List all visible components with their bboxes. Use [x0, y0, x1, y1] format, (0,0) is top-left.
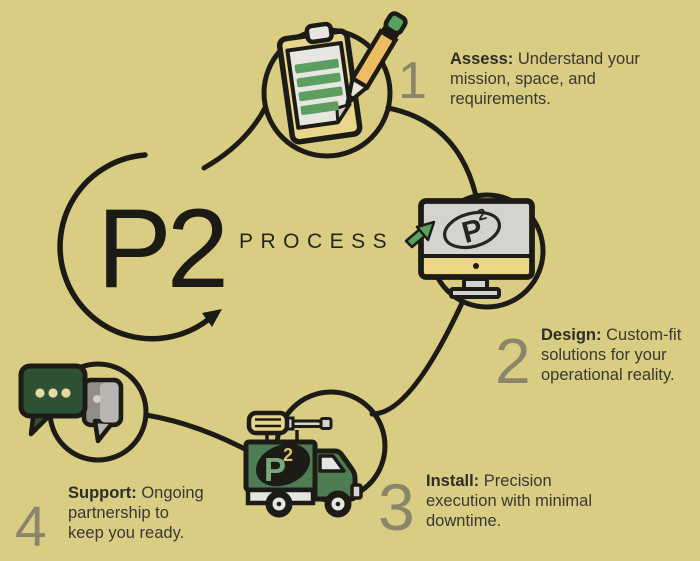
screwdriver-shaft	[290, 419, 325, 428]
step-3-line1: Install: Precision	[426, 472, 552, 490]
step-2-description: Design: Custom-fit solutions for your op…	[541, 325, 681, 385]
step-2-title: Design:	[541, 326, 602, 344]
screwdriver-handle	[246, 410, 290, 436]
logo-wordmark: PROCESS	[239, 230, 395, 253]
screwdriver-tip	[319, 417, 333, 430]
step-3-line2: execution with minimal	[426, 492, 592, 510]
step-3-line3: downtime.	[426, 512, 502, 530]
gray-bubble-highlight	[100, 382, 119, 423]
truck-screwdriver-icon: P 2	[243, 410, 363, 518]
chat-bubble-green	[18, 363, 88, 437]
truck-p2-logo: P 2	[255, 443, 311, 488]
monitor-stand-base	[449, 287, 501, 299]
clipboard-text-lines	[294, 58, 343, 115]
step-4-number: 4	[15, 495, 47, 559]
step-2-line1: Design: Custom-fit	[541, 326, 682, 344]
monitor-logo-exponent: 2	[476, 206, 489, 225]
step-3-number: 3	[378, 470, 415, 544]
paper-fold-corner	[335, 102, 351, 124]
step-1-number: 1	[398, 52, 427, 110]
step-4-description: Support: Ongoing partnership to keep you…	[68, 483, 204, 543]
chat-bubbles-icon	[18, 363, 124, 444]
step-1-line2: mission, space, and	[450, 70, 596, 88]
pencil-graphite	[347, 94, 355, 104]
step-1-title: Assess:	[450, 50, 514, 68]
connector-assess-to-design	[385, 105, 479, 199]
step-1-line3: requirements.	[450, 90, 551, 108]
clipboard-icon	[276, 21, 363, 145]
step-3-title: Install:	[426, 472, 480, 490]
step-2-line3: operational reality.	[541, 366, 675, 384]
screwdriver-icon	[246, 410, 333, 444]
logo-arrowhead-icon	[202, 309, 222, 327]
connector-support-to-install	[143, 412, 259, 458]
step-3-description: Install: Precision execution with minima…	[426, 471, 592, 531]
step-4-line1: Support: Ongoing	[68, 484, 204, 502]
monitor-camera-dot	[473, 263, 479, 269]
truck-window	[318, 454, 346, 473]
monitor-logo-oval	[443, 210, 501, 250]
screwdriver-grip-lines	[255, 418, 281, 428]
monitor-cursor-icon: P 2	[404, 198, 535, 299]
truck-logo-exponent: 2	[283, 445, 293, 465]
gray-bubble-dot	[93, 395, 101, 403]
cursor-head	[415, 220, 436, 242]
logo-circle-arrow	[57, 152, 222, 342]
step-2-number: 2	[495, 325, 531, 397]
truck-logo-oval	[255, 443, 311, 487]
chat-bubble-gray	[81, 377, 124, 444]
step-2-line2: solutions for your	[541, 346, 667, 364]
pencil-icon	[345, 11, 408, 106]
logo-monogram: P2	[97, 186, 229, 311]
step-4-title: Support:	[68, 484, 137, 502]
step-1-description: Assess: Understand your mission, space, …	[450, 49, 640, 109]
gray-bubble-tail	[92, 418, 116, 444]
truck-logo-p: P	[264, 451, 286, 488]
truck-bumper	[350, 483, 363, 500]
connector-logo-to-assess	[201, 105, 268, 171]
clipboard-pencil-icon	[276, 11, 408, 145]
truck-wheel-front	[324, 490, 352, 518]
truck-wheel-rear	[265, 490, 293, 518]
step-4-line3: keep you ready.	[68, 524, 185, 542]
step-4-line2: partnership to	[68, 504, 169, 522]
cursor-icon	[404, 220, 436, 249]
connector-design-to-install	[369, 300, 465, 417]
clipboard-clip	[304, 21, 334, 45]
step-1-line1: Assess: Understand your	[450, 50, 640, 68]
logo-arc	[57, 152, 212, 342]
chat-dots	[35, 388, 71, 398]
